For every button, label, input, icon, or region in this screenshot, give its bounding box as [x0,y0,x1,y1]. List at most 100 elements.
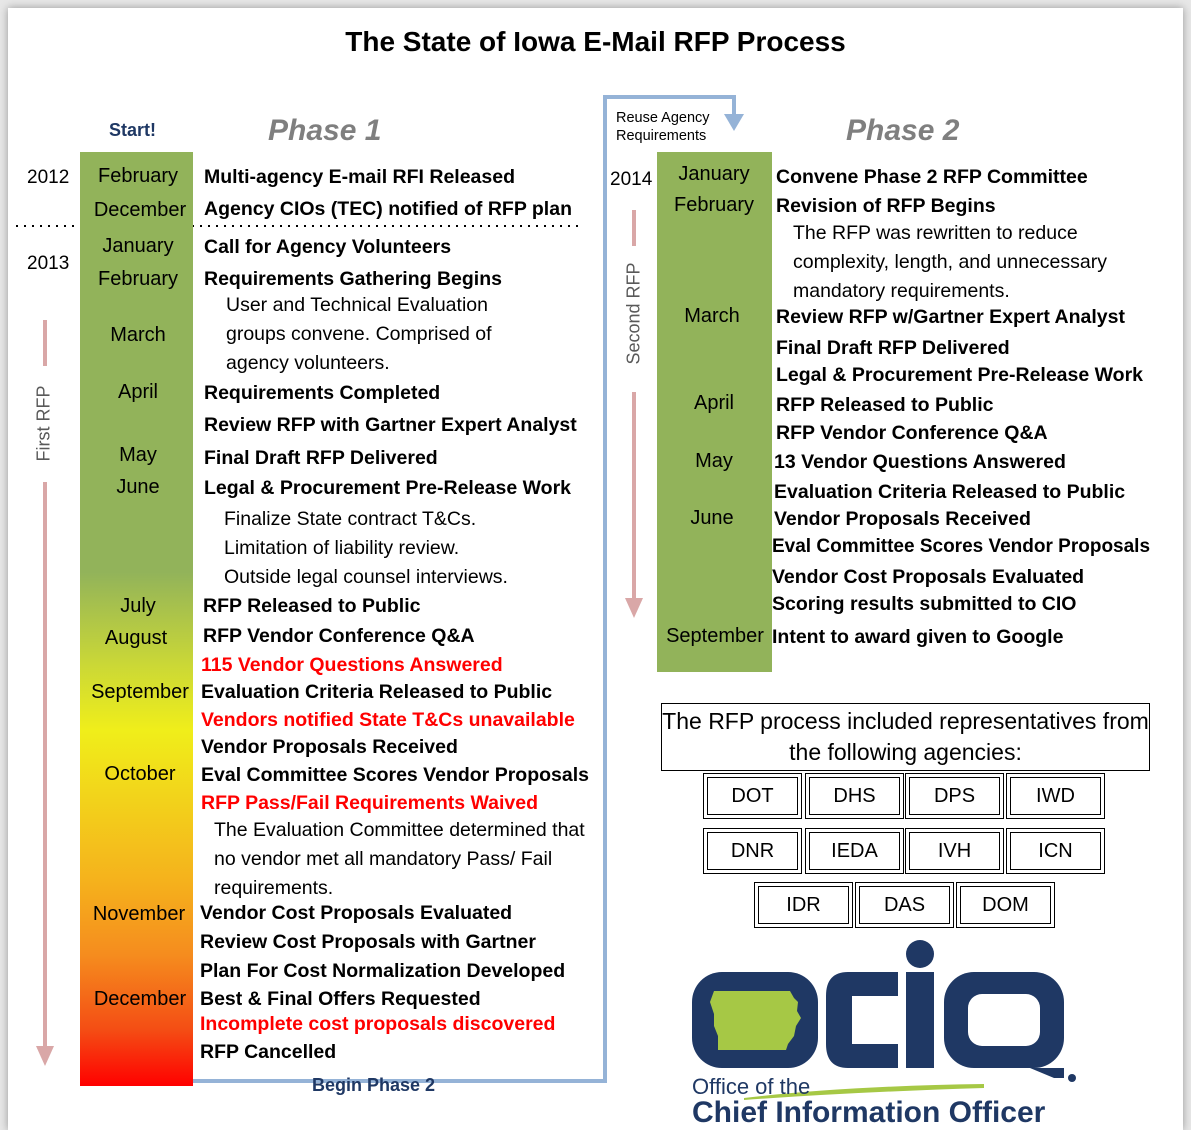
event-item: RFP Released to Public [203,595,421,617]
event-item: Best & Final Offers Requested [200,988,481,1010]
month-label: April [117,381,158,403]
agencies-title: The RFP process included representatives… [661,703,1150,771]
connector-arrowhead [724,114,744,131]
month-label: December [93,199,187,221]
event-item: Vendor Cost Proposals Evaluated [200,902,513,924]
event-item: Review Cost Proposals with Gartner [200,931,536,953]
month-label: November [92,903,186,925]
month-label: June [116,476,160,498]
agency-label: IEDA [831,839,878,862]
logo-cio-text: Chief Information Officer [692,1096,1046,1129]
month-label: January [102,235,174,257]
event-item: Evaluation Criteria Released to Public [774,481,1126,503]
event-note: Limitation of liability review. [224,537,460,559]
first-rfp-arrowhead [36,1046,54,1066]
event-item: Eval Committee Scores Vendor Proposals [201,764,589,786]
month-label: December [93,988,187,1010]
event-item: Review RFP with Gartner Expert Analyst [204,414,577,436]
event-note: Finalize State contract T&Cs. [224,508,477,530]
event-item: Final Draft RFP Delivered [776,337,1010,359]
event-item-highlight: Vendors notified State T&Cs unavailable [201,709,575,731]
begin-phase2-label: Begin Phase 2 [312,1075,436,1095]
agency-label: DPS [933,784,976,807]
second-rfp-label: Second RFP [623,262,644,365]
agency-label: ICN [1038,839,1073,862]
month-label: February [673,194,755,216]
agency-label: IVH [937,839,972,862]
page-title: The State of Iowa E-Mail RFP Process [345,26,846,57]
agency-box: DHS [805,773,904,819]
agency-label: DOT [731,784,774,807]
event-item: Plan For Cost Normalization Developed [200,960,566,982]
year-2013: 2013 [27,253,70,274]
event-item: Requirements Completed [204,382,441,404]
agency-box: IWD [1006,773,1105,819]
event-item: Vendor Proposals Received [774,508,1031,530]
logo-swoosh [744,1084,984,1100]
month-label: May [695,450,733,472]
event-note: Outside legal counsel interviews. [224,566,508,588]
event-item: Revision of RFP Begins [776,195,996,217]
agency-label: DAS [883,893,926,916]
phase1-timeline-bar [80,152,193,1086]
agency-label: IDR [786,893,821,916]
second-rfp-arrowhead [625,598,643,618]
event-item: RFP Cancelled [200,1041,337,1063]
month-label: September [91,681,189,703]
event-item: RFP Vendor Conference Q&A [776,422,1048,444]
agency-box: DPS [905,773,1004,819]
agency-box: DOM [956,882,1055,928]
month-label: February [97,268,179,290]
month-label: April [693,392,734,414]
logo-letter-i-dot [906,940,934,968]
reuse-agency-label: Reuse Agency Requirements [616,110,710,144]
event-item: Convene Phase 2 RFP Committee [776,166,1088,188]
phase1-heading: Phase 1 [268,114,382,147]
year-2014: 2014 [610,169,653,190]
event-note: The Evaluation Committee determined that… [214,819,585,899]
agency-label: DOM [982,893,1029,916]
month-label: August [104,627,168,649]
month-label: September [666,625,764,647]
agency-box: IEDA [805,828,904,874]
event-item: Review RFP w/Gartner Expert Analyst [776,306,1125,328]
event-item: Legal & Procurement Pre-Release Work [776,364,1144,386]
month-label: March [684,305,740,327]
month-label: March [110,324,166,346]
event-item: Evaluation Criteria Released to Public [201,681,553,703]
event-item: Requirements Gathering Begins [204,268,502,290]
logo-letter-i [906,972,934,1068]
phase2-heading: Phase 2 [846,114,960,147]
event-item-highlight: 115 Vendor Questions Answered [201,654,503,676]
agency-box: IVH [905,828,1004,874]
event-note: User and Technical Evaluation groups con… [226,294,492,374]
event-item: Call for Agency Volunteers [204,236,452,258]
event-item: RFP Vendor Conference Q&A [203,625,475,647]
event-item: Scoring results submitted to CIO [772,593,1077,615]
event-item: Final Draft RFP Delivered [204,447,438,469]
page: The State of Iowa E-Mail RFP Process Sta… [8,8,1183,1130]
month-label: May [119,444,157,466]
event-note: The RFP was rewritten to reduce complexi… [793,222,1107,302]
event-item: Eval Committee Scores Vendor Proposals [772,536,1151,557]
event-item: Intent to award given to Google [772,626,1064,648]
agency-label: DNR [730,839,775,862]
event-item: 13 Vendor Questions Answered [774,451,1066,473]
logo-letter-c [826,972,898,1068]
event-item: RFP Released to Public [776,394,994,416]
month-label: February [97,165,179,187]
agency-label: DHS [833,784,876,807]
first-rfp-label: First RFP [33,385,54,462]
event-item-highlight: Incomplete cost proposals discovered [200,1013,556,1035]
agency-box: DOT [703,773,802,819]
month-label: June [690,507,734,529]
event-item: Vendor Cost Proposals Evaluated [772,566,1085,588]
year-2012: 2012 [27,167,70,188]
event-item: Legal & Procurement Pre-Release Work [204,477,572,499]
agency-box: DNR [703,828,802,874]
start-label: Start! [109,120,157,140]
ocio-logo [692,940,1076,1100]
month-label: October [104,763,176,785]
event-item: Agency CIOs (TEC) notified of RFP plan [204,198,572,220]
event-item: Multi-agency E-mail RFI Released [204,166,516,188]
